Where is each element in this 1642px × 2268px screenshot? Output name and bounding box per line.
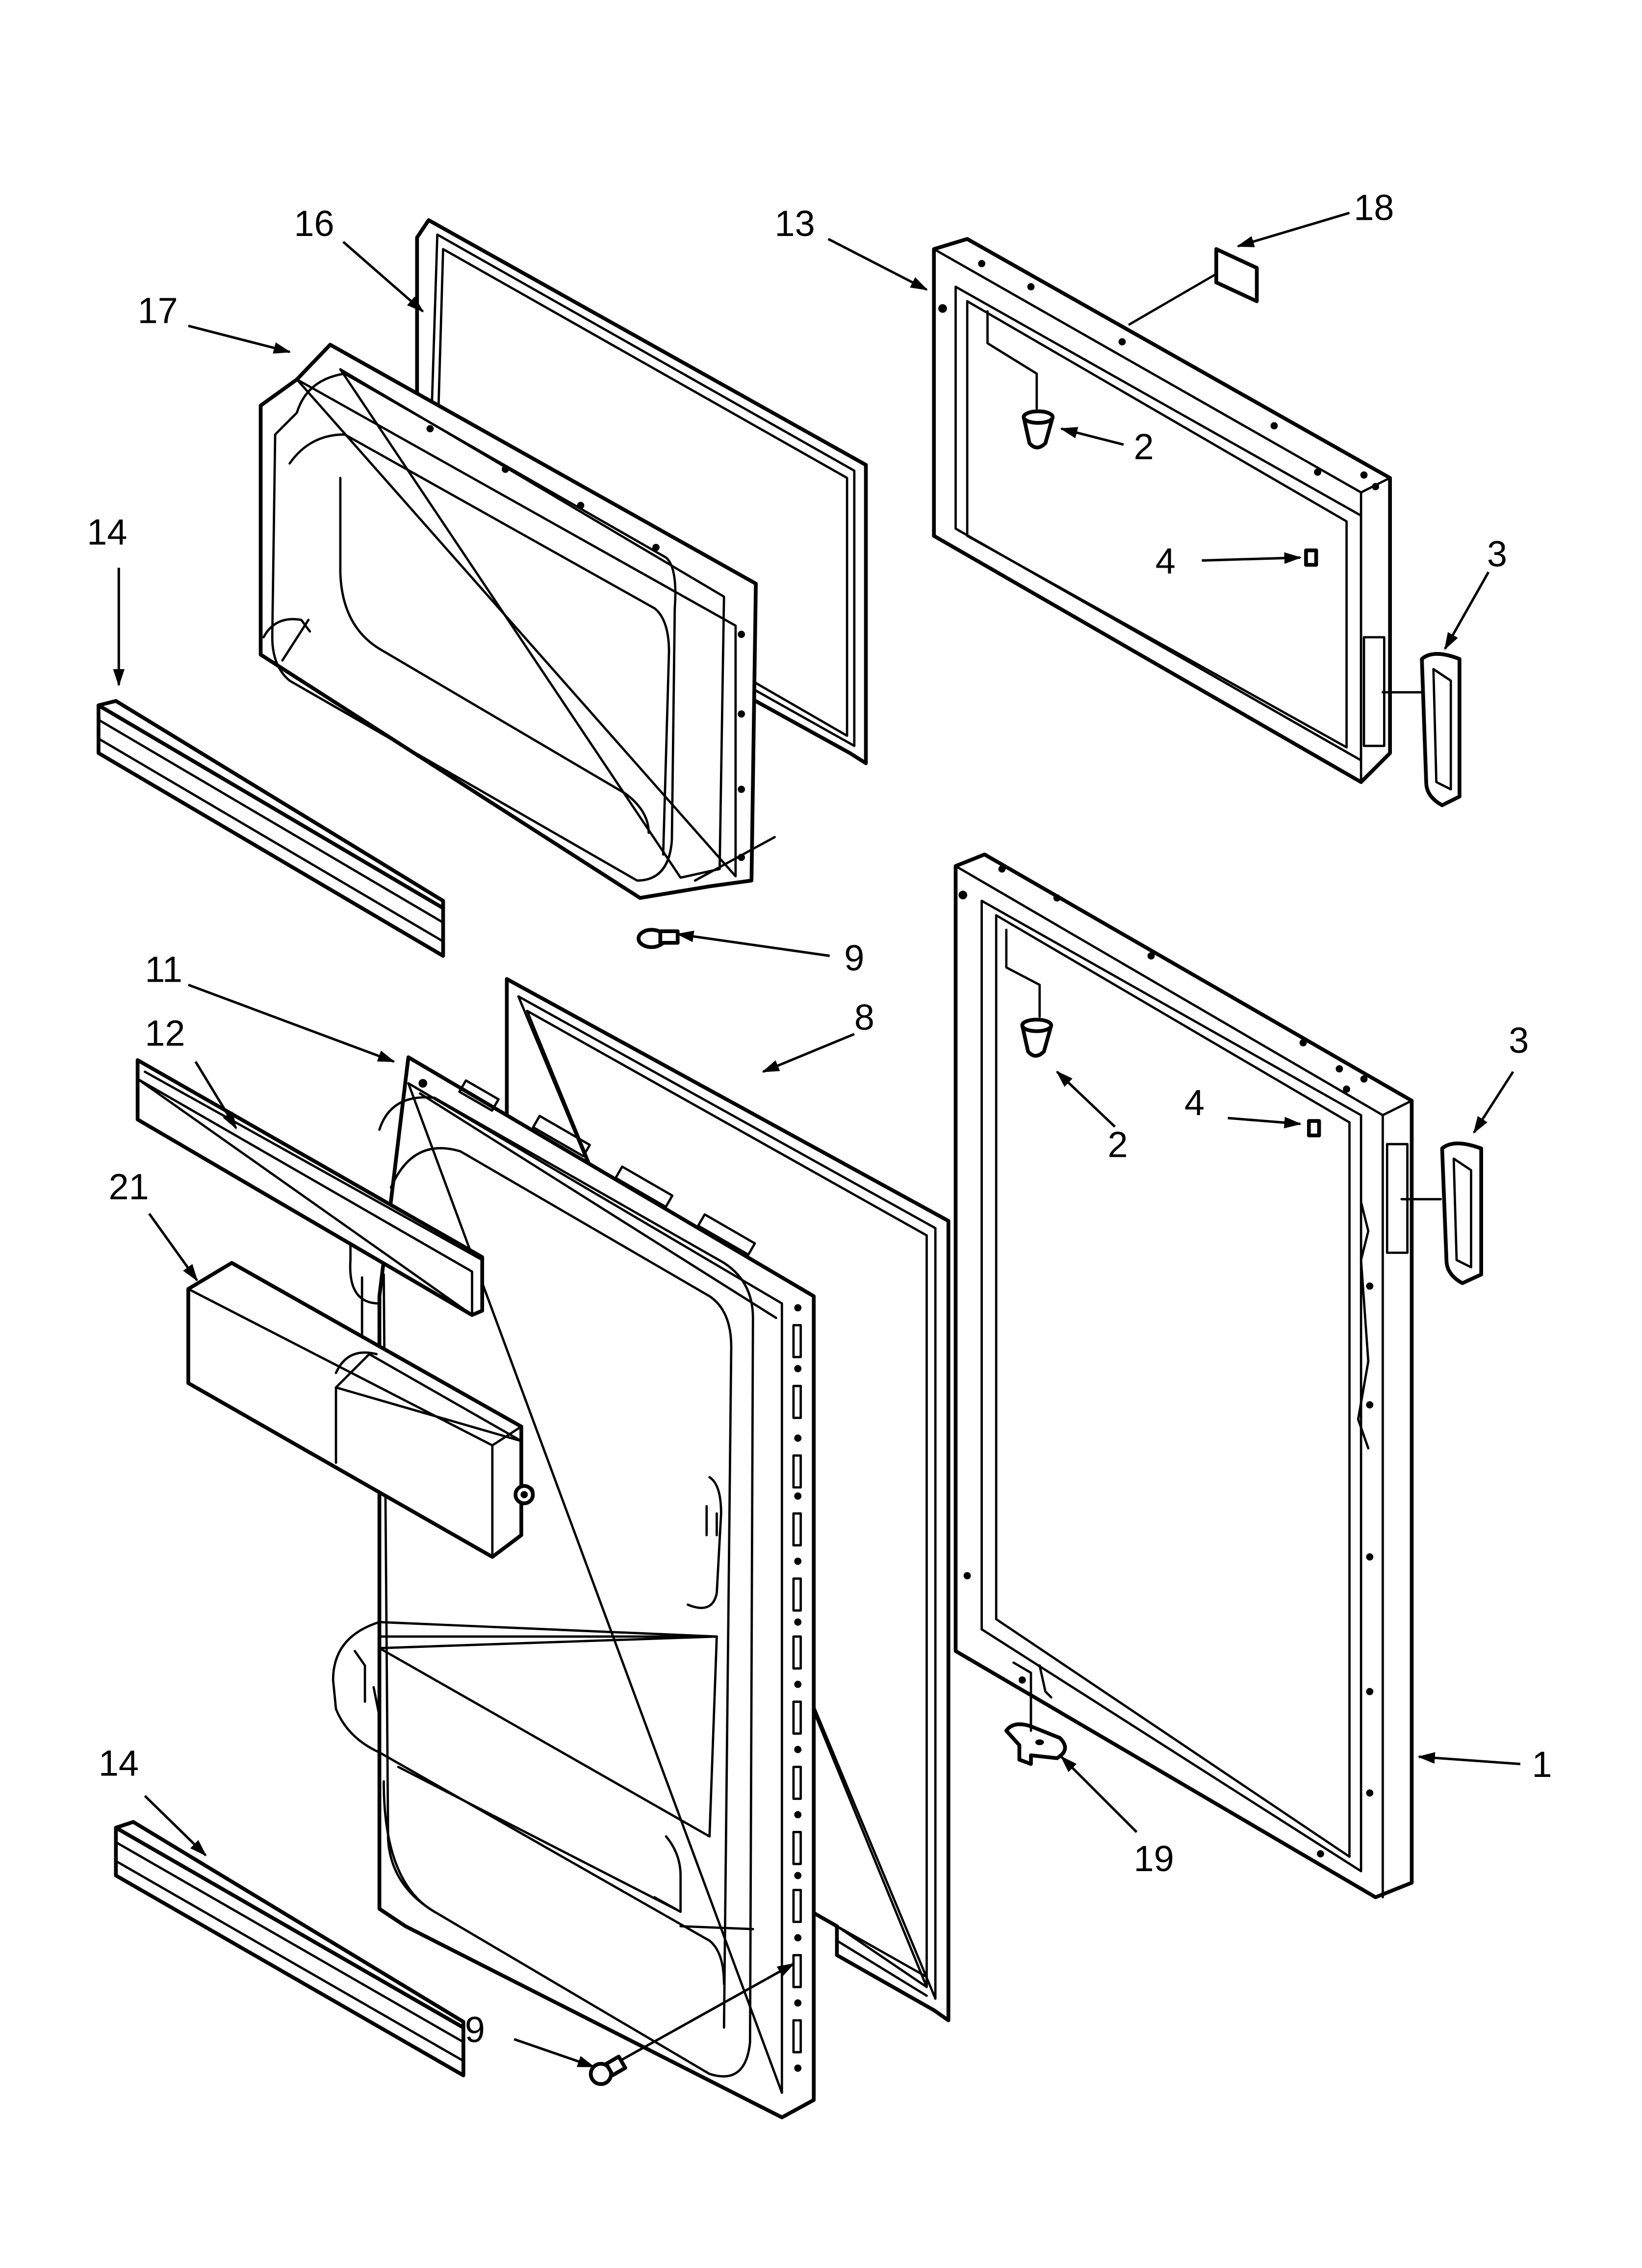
part-18-label: [1214, 247, 1259, 303]
part-2-lower-bumper: [1020, 1017, 1053, 1058]
callout-9-upper: 9: [844, 938, 864, 978]
callout-13: 13: [775, 203, 815, 244]
callout-9-lower: 9: [465, 2009, 485, 2050]
part-3-lower-handle: [1440, 1141, 1483, 1285]
callout-14-lower: 14: [99, 1743, 139, 1783]
callout-1: 1: [1532, 1744, 1552, 1785]
part-19-hinge: [1004, 1708, 1067, 1766]
part-1-refrigerator-door-panel: [953, 852, 1442, 1900]
part-3-upper-handle: [1420, 652, 1462, 808]
callout-3-upper: 3: [1487, 533, 1507, 574]
callout-19: 19: [1134, 1838, 1174, 1879]
callout-2-lower: 2: [1108, 1124, 1128, 1165]
callout-14-upper: 14: [87, 512, 127, 552]
callout-16: 16: [294, 203, 334, 244]
part-17-freezer-liner: [258, 342, 776, 900]
part-13-freezer-door-panel: [932, 237, 1423, 784]
part-9-lower-screw: [589, 2055, 627, 2086]
callout-labels: 16 17 13 18 2 4 3 14 9 11 8 12 3 4 2 21 …: [87, 187, 1552, 2050]
callout-2-upper: 2: [1134, 426, 1154, 467]
part-11-refrigerator-liner: [332, 1055, 816, 2119]
callout-8: 8: [854, 997, 874, 1038]
callout-11: 11: [145, 949, 182, 990]
part-14-upper-trim: [97, 699, 445, 958]
part-21-dairy-compartment: [186, 1261, 535, 1559]
callout-12: 12: [145, 1013, 185, 1053]
part-14-lower-trim: [114, 1820, 465, 2078]
callout-4-upper: 4: [1155, 541, 1176, 581]
part-4-upper-clip: [1304, 548, 1318, 567]
callout-17: 17: [138, 290, 178, 331]
callout-21: 21: [109, 1166, 149, 1207]
part-2-upper-bumper: [1022, 409, 1055, 450]
callout-leaders: [113, 211, 1521, 2068]
part-9-upper-screw: [637, 928, 680, 949]
callout-3-lower: 3: [1509, 1020, 1529, 1061]
callout-18: 18: [1354, 187, 1394, 228]
part-4-lower-clip: [1307, 1119, 1321, 1138]
callout-4-lower: 4: [1184, 1082, 1205, 1123]
